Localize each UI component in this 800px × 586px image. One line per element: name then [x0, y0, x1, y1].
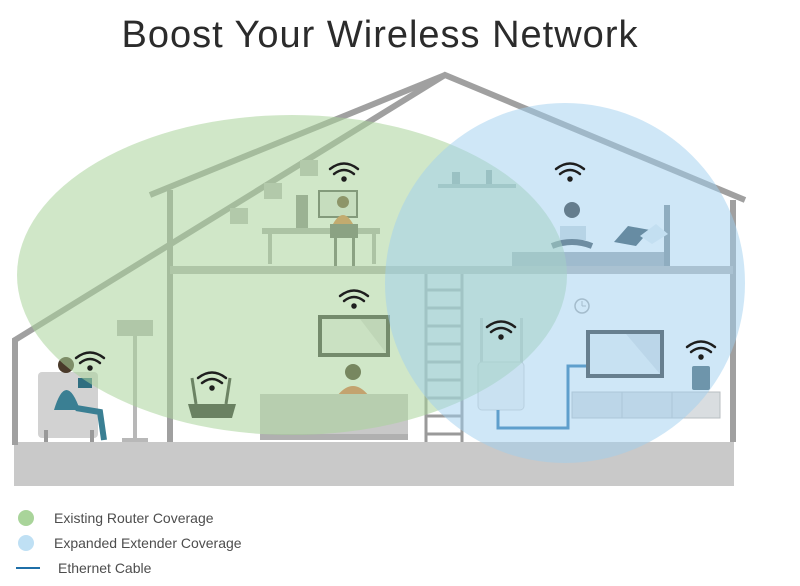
router-coverage-swatch [18, 509, 34, 526]
legend-label: Ethernet Cable [58, 559, 152, 576]
extender-coverage-area [385, 103, 745, 463]
legend-item-router-coverage: Existing Router Coverage [18, 505, 242, 530]
legend-label: Expanded Extender Coverage [54, 534, 242, 551]
legend-label: Existing Router Coverage [54, 509, 214, 526]
page-title: Boost Your Wireless Network [121, 14, 639, 56]
house-diagram [12, 71, 747, 486]
legend-item-extender-coverage: Expanded Extender Coverage [18, 530, 242, 555]
wifi-icon [485, 320, 517, 340]
wifi-icon [196, 371, 228, 391]
wifi-icon [554, 162, 586, 182]
wifi-icon [328, 162, 360, 182]
legend: Existing Router Coverage Expanded Extend… [16, 505, 242, 580]
legend-item-ethernet-cable: Ethernet Cable [16, 555, 242, 580]
ethernet-cable-swatch [16, 566, 40, 569]
wifi-icon [338, 289, 370, 309]
extender-coverage-swatch [18, 534, 34, 551]
wifi-icon [74, 351, 106, 371]
wifi-icon [685, 340, 717, 360]
